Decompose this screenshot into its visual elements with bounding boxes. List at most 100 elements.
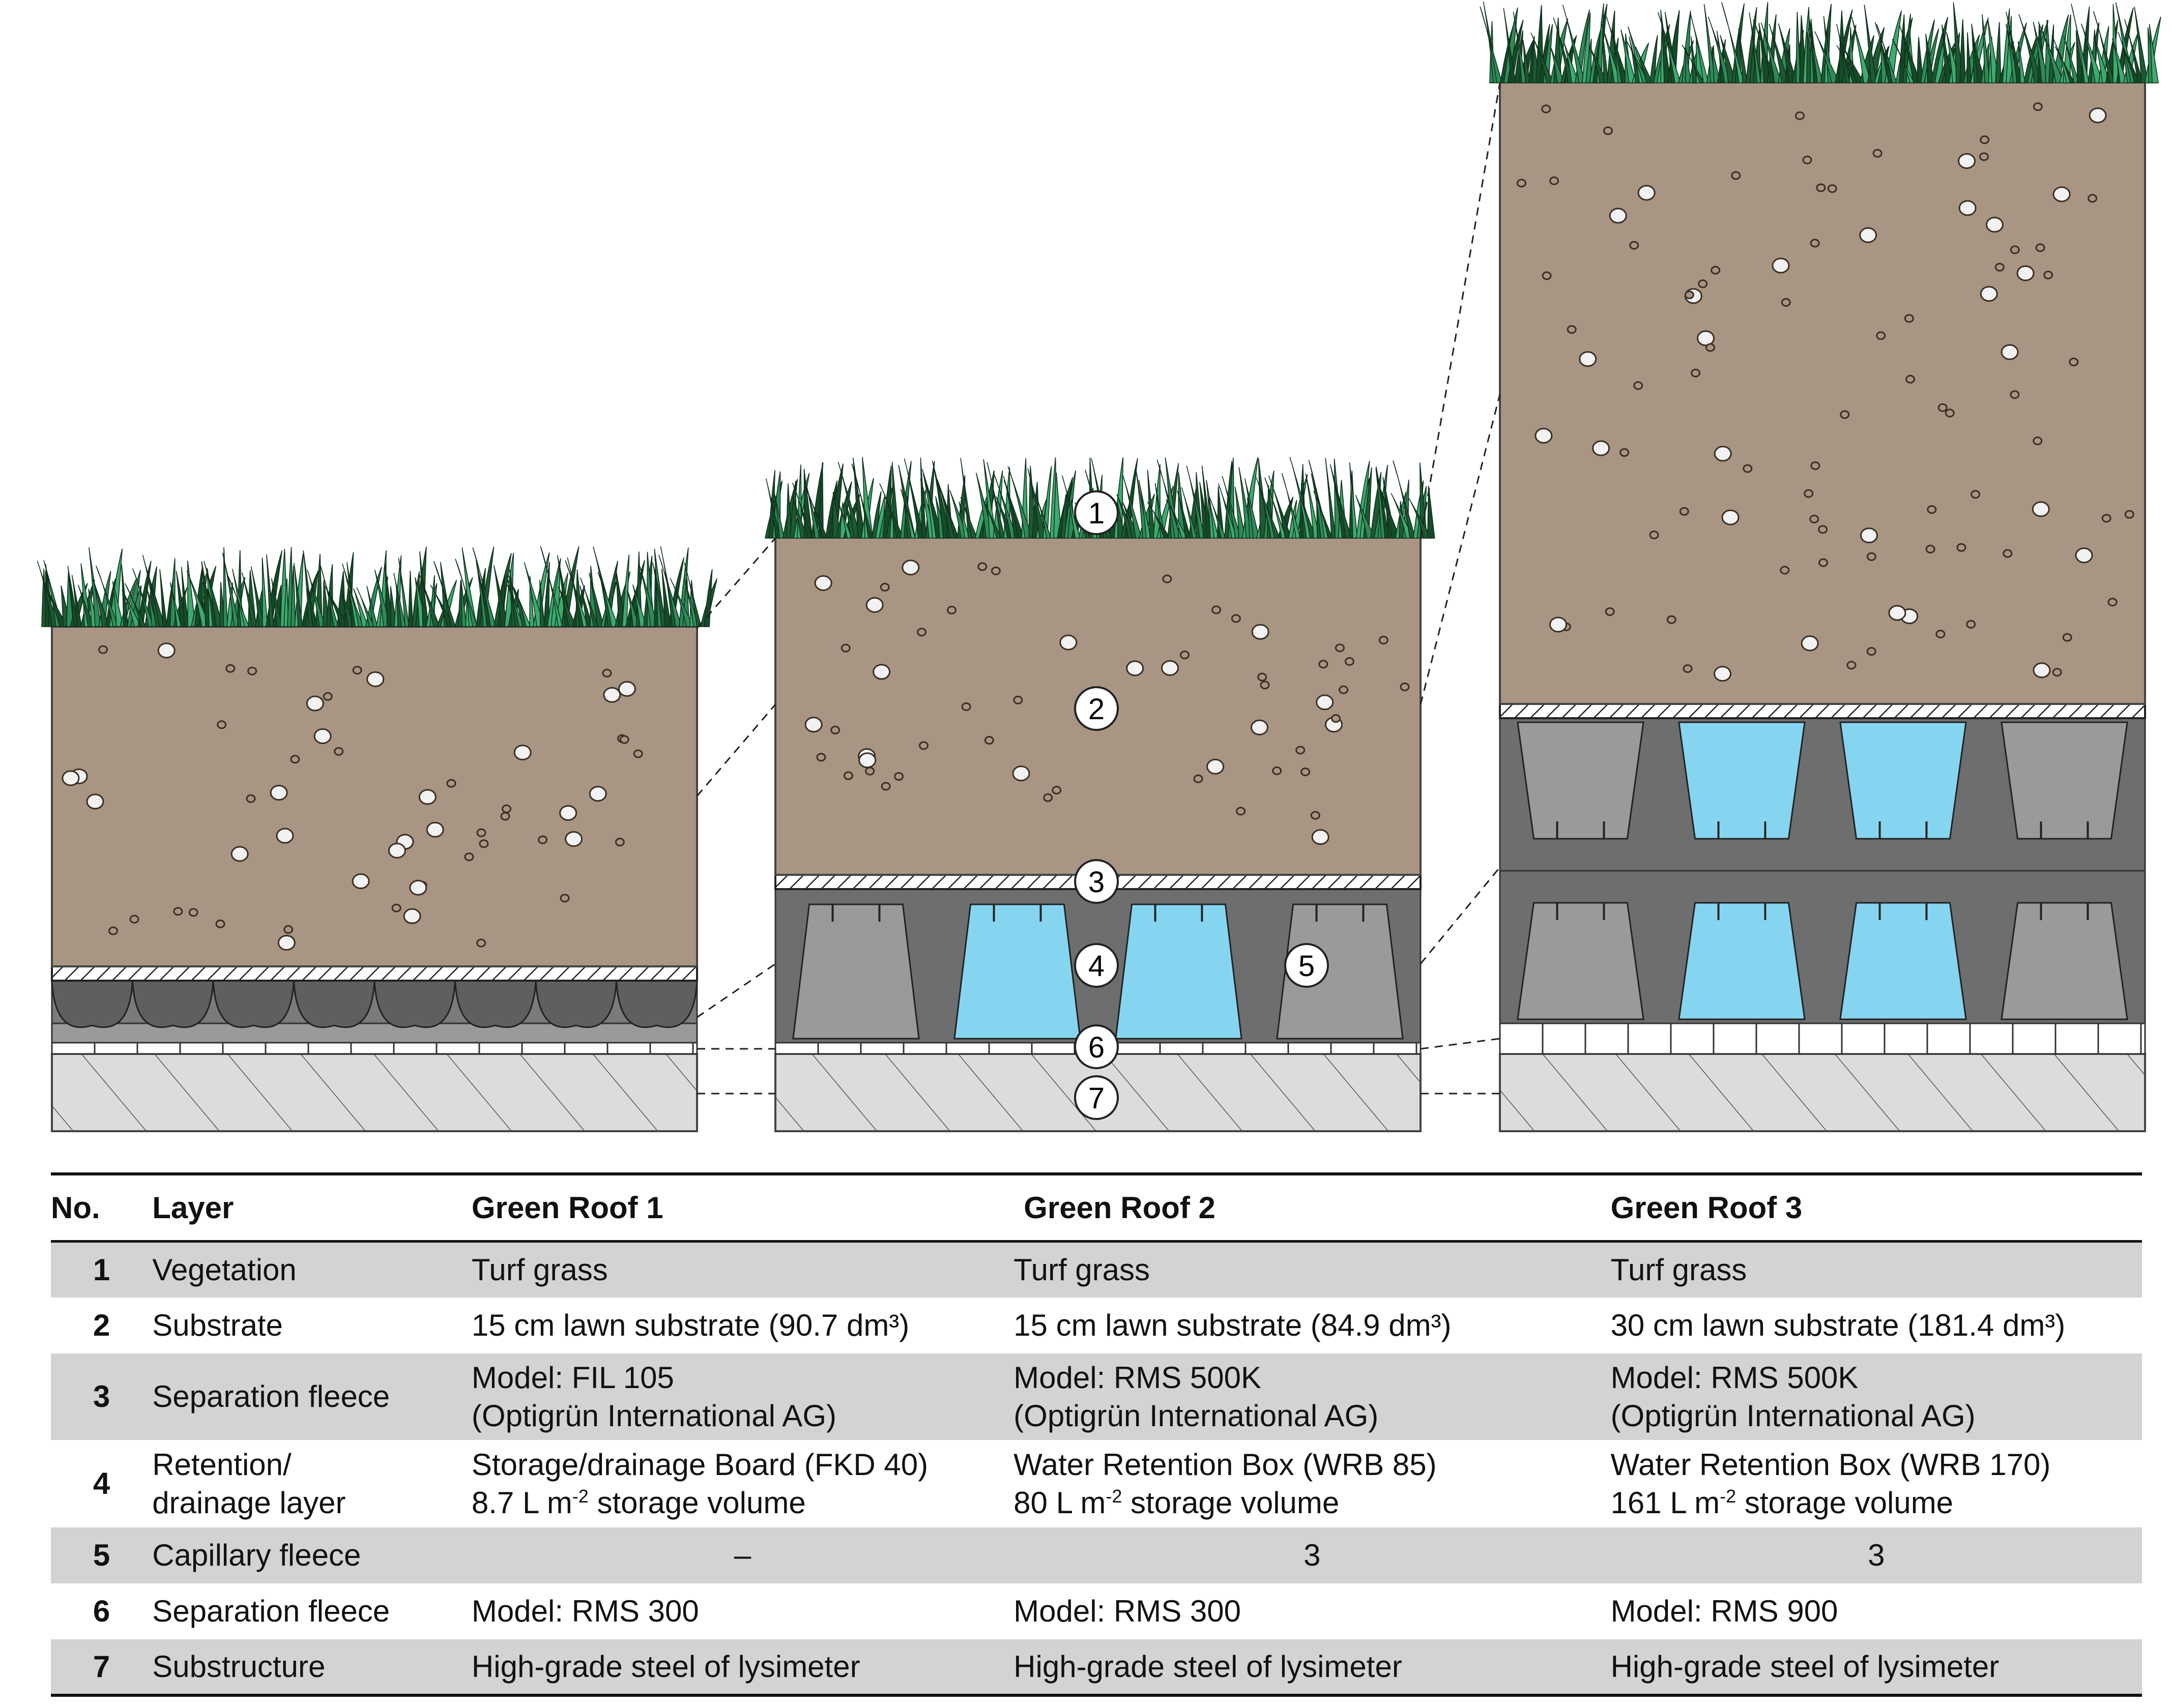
grass-blade [433, 561, 456, 627]
pebble [2010, 390, 2020, 399]
grass-blade [2081, 23, 2104, 83]
pebble [1866, 647, 1876, 656]
cell-line: Water Retention Box (WRB 85) [1013, 1447, 1437, 1482]
pebble [565, 831, 583, 847]
cell-roof3: Model: RMS 500K (Optigrün International … [1610, 1353, 2142, 1440]
pebble [217, 720, 227, 729]
grass-blade [460, 579, 467, 627]
grass-blade [122, 590, 142, 627]
drainage-cup [615, 980, 698, 1028]
pebble [1804, 489, 1814, 498]
grass-blade [1027, 468, 1047, 539]
roof1-drainage-board-base [51, 1022, 698, 1044]
grass-blade [2093, 11, 2116, 83]
cell-no: 3 [51, 1353, 153, 1440]
drainage-cup [535, 980, 618, 1028]
pebble [1251, 624, 1269, 640]
grass-blade [898, 465, 916, 539]
grass-blade [222, 553, 240, 627]
pebble [1013, 695, 1023, 704]
pebble [865, 597, 884, 613]
cell-roof2: Turf grass [1013, 1241, 1611, 1298]
grass-blade [271, 578, 283, 627]
cell-roof3: Model: RMS 900 [1610, 1594, 1838, 1628]
grass-blade [2018, 14, 2043, 83]
pebble [2052, 668, 2062, 677]
pebble [619, 735, 629, 744]
roof3-substrate [1499, 80, 2146, 705]
grass-blade [1753, 19, 1777, 83]
pebble [476, 828, 486, 837]
cell-layer: Capillary fleece [152, 1527, 472, 1583]
table-row: 6 Separation fleece Model: RMS 300 Model… [51, 1583, 2142, 1639]
grass-blade [2054, 46, 2076, 83]
grass-blade [920, 457, 926, 539]
grass-blade [2018, 41, 2026, 83]
pebble [1236, 807, 1246, 816]
grass-blade [921, 469, 944, 539]
grass-blade [2115, 2, 2135, 83]
pebble [1161, 660, 1179, 676]
grass-blade [1238, 467, 1253, 539]
pebble [1905, 375, 1916, 384]
pebble [1592, 440, 1610, 456]
svg-text:4: 4 [1088, 950, 1105, 983]
grass-blade [88, 588, 99, 627]
pebble [843, 771, 853, 780]
callout-4: 4 [1074, 943, 1119, 988]
grass-blade [1258, 458, 1269, 539]
pebble [880, 582, 890, 592]
pebble [1818, 558, 1829, 567]
pebble [270, 784, 288, 801]
grass-blade [805, 481, 821, 539]
grass-blade [1982, 14, 1991, 83]
grass-blade [1588, 45, 1608, 83]
drainage-cup [51, 980, 134, 1028]
pebble [409, 879, 427, 896]
grass-blade [186, 571, 211, 627]
pebble [2043, 271, 2053, 280]
pebble [1816, 183, 1826, 192]
grass-blade [1649, 35, 1658, 83]
pebble [1603, 126, 1613, 135]
pebble [865, 767, 875, 776]
grass-blade [1738, 28, 1748, 83]
grass-blade [2063, 36, 2080, 83]
cell-no: 4 [93, 1466, 110, 1500]
pebble [1711, 266, 1721, 275]
green-roof-1-section [37, 546, 717, 1132]
grass-blade [539, 579, 545, 627]
pebble [388, 842, 406, 859]
grass-blade [1153, 464, 1161, 539]
grass-blade [1007, 466, 1033, 539]
pebble [858, 752, 877, 769]
grass-blade [1585, 39, 1592, 83]
grass-blade [1778, 23, 1798, 83]
roof2-substrate-pebbles [804, 559, 1410, 845]
grass-blade [142, 554, 161, 627]
pebble [1300, 768, 1311, 777]
grass-blade [2033, 21, 2050, 83]
grass-blade [622, 554, 630, 627]
grass-blade [2094, 39, 2111, 83]
grass-blade [1808, 28, 1824, 83]
cell-no: 1 [51, 1241, 153, 1298]
grass-blade [1186, 465, 1206, 539]
grass-blade [825, 480, 838, 539]
grass-blade [1606, 16, 1629, 83]
pebble [1052, 785, 1062, 794]
pebble [426, 821, 444, 838]
pebble [1331, 714, 1341, 723]
callout-6: 6 [1074, 1024, 1119, 1069]
grass-blade [1685, 47, 1692, 83]
pebble [283, 925, 294, 934]
pebble [1666, 615, 1676, 624]
grass-blade [323, 583, 350, 627]
grass-blade [1408, 498, 1432, 539]
grass-blade [1746, 7, 1757, 83]
grass-blade [851, 463, 874, 539]
grass-blade [1972, 39, 1986, 83]
drainage-cup [293, 980, 375, 1028]
cell-roof2: Model: RMS 300 [1013, 1594, 1241, 1628]
water-cell [1839, 902, 1967, 1020]
